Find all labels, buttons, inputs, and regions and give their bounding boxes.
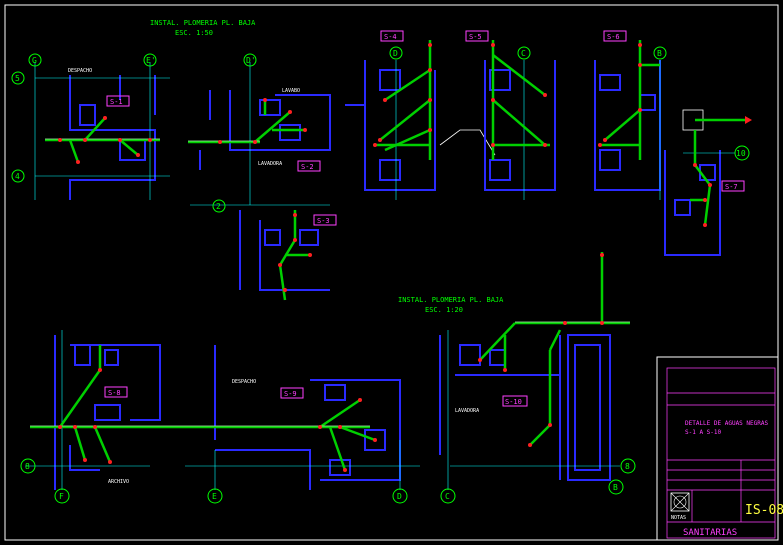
axis-2: 2 <box>212 199 226 213</box>
title-block-footer: SANITARIAS <box>683 528 737 538</box>
svg-text:C: C <box>521 49 526 58</box>
axis-c-2: C <box>440 488 456 504</box>
lower-plan-scale: ESC. 1:20 <box>425 306 463 314</box>
svg-text:B: B <box>657 49 662 58</box>
axis-b-1: B <box>653 46 667 60</box>
axis-c-1: C <box>517 46 531 60</box>
sheet-code: IS-08 <box>745 503 783 518</box>
title-block-notes-label: NOTAS <box>671 515 686 521</box>
axis-8a: 8 <box>20 458 36 474</box>
title-block: DETALLE DE AGUAS NEGRAS S-1 A S-10 NOTAS… <box>656 356 783 541</box>
svg-text:4: 4 <box>15 172 20 181</box>
svg-text:G: G <box>32 56 37 65</box>
detail-label-s1: S-1 <box>110 98 123 106</box>
axis-d-2: D <box>392 488 408 504</box>
detail-label-s4: S-4 <box>384 33 397 41</box>
svg-text:8: 8 <box>25 462 30 471</box>
detail-label-s10: S-10 <box>505 398 522 406</box>
axis-d-1: D <box>389 46 403 60</box>
axis-5: 5 <box>11 71 25 85</box>
svg-text:C: C <box>445 492 450 501</box>
axis-8b: 8 <box>620 458 636 474</box>
axis-g: G <box>28 53 42 67</box>
room-label-despacho-2: DESPACHO <box>232 379 256 385</box>
axis-4: 4 <box>11 169 25 183</box>
upper-plan-title: INSTAL. PLOMERIA PL. BAJA <box>150 19 256 27</box>
svg-text:E: E <box>212 492 217 501</box>
room-label-lavadora: LAVADORA <box>258 161 282 167</box>
detail-s1: S-1 DESPACHO <box>34 62 170 200</box>
detail-s3: S-3 <box>239 210 337 301</box>
svg-text:5: 5 <box>15 74 20 83</box>
svg-text:D: D <box>393 49 398 58</box>
svg-text:8: 8 <box>625 462 630 471</box>
title-block-description: DETALLE DE AGUAS NEGRAS <box>685 420 768 427</box>
detail-label-s6: S-6 <box>607 33 620 41</box>
detail-s2: S-2 LAVABO LAVADORA <box>188 62 331 206</box>
detail-label-s2: S-2 <box>301 163 314 171</box>
detail-s7: S-7 <box>664 109 752 256</box>
room-label-lavadora-2: LAVADORA <box>455 408 479 414</box>
svg-text:F: F <box>59 492 64 501</box>
detail-s5: S-5 <box>465 30 556 200</box>
axis-d-prime: D' <box>243 53 257 67</box>
detail-s4: S-4 <box>345 30 436 200</box>
detail-label-s3: S-3 <box>317 217 330 225</box>
svg-text:B: B <box>613 483 618 492</box>
axis-f: F <box>54 488 70 504</box>
room-label-despacho-1: DESPACHO <box>68 68 92 74</box>
lower-plan-title: INSTAL. PLOMERIA PL. BAJA <box>398 296 504 304</box>
room-label-archivo: ARCHIVO <box>108 479 129 485</box>
axis-e-prime-1: E' <box>143 53 157 67</box>
detail-label-s9: S-9 <box>284 390 297 398</box>
svg-text:E': E' <box>146 56 156 65</box>
axis-b-2: B <box>608 479 624 495</box>
axis-10: 10 <box>734 145 750 161</box>
detail-label-s8: S-8 <box>108 389 121 397</box>
axis-e: E <box>207 488 223 504</box>
room-label-lavabo: LAVABO <box>282 88 300 94</box>
detail-s6: S-6 <box>594 30 661 200</box>
detail-s9: S-9 DESPACHO <box>185 345 420 490</box>
svg-text:D': D' <box>246 56 256 65</box>
title-block-description-range: S-1 A S-10 <box>685 429 722 436</box>
sheet-border <box>4 4 779 541</box>
detail-s8: S-8 ARCHIVO <box>25 330 200 490</box>
detail-label-s7: S-7 <box>725 183 738 191</box>
svg-text:10: 10 <box>736 149 746 158</box>
svg-text:2: 2 <box>216 202 221 211</box>
detail-s10: S-10 LAVADORA <box>439 252 630 490</box>
upper-plan-scale: ESC. 1:50 <box>175 29 213 37</box>
detail-label-s5: S-5 <box>469 33 482 41</box>
svg-text:D: D <box>397 492 402 501</box>
